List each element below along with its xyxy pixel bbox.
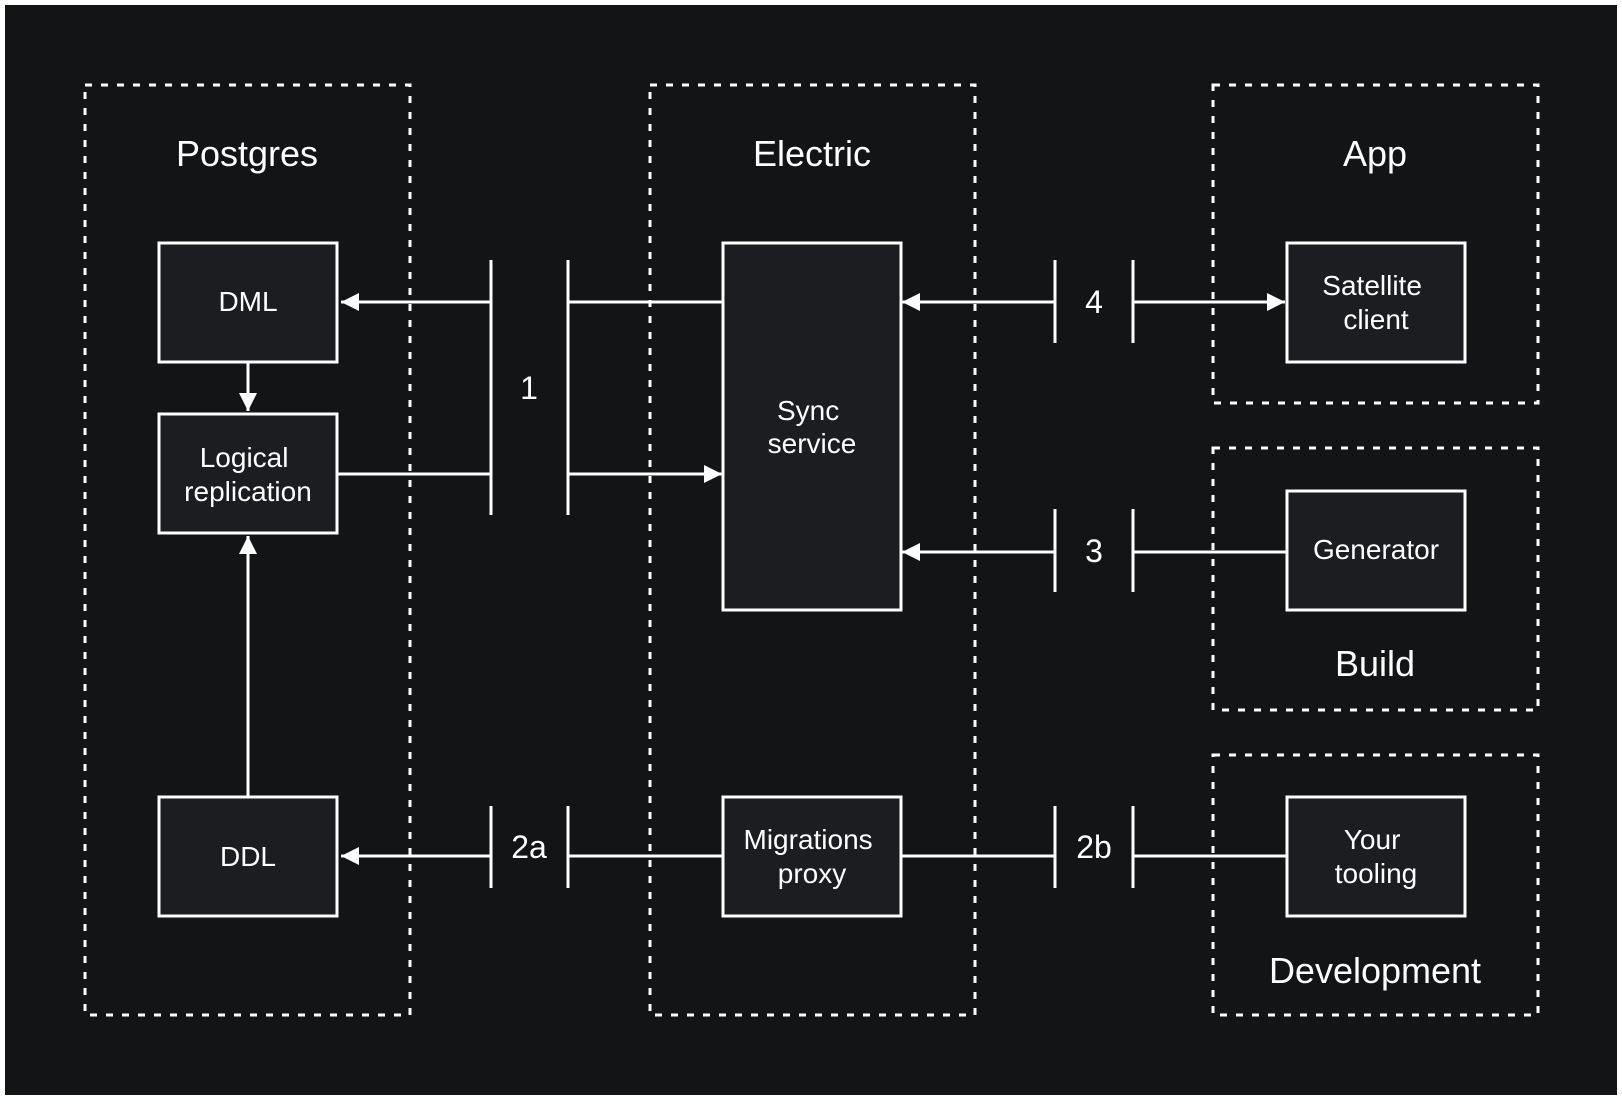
ddl-label: DDL bbox=[220, 841, 276, 872]
postgres-title: Postgres bbox=[176, 133, 318, 174]
conn2b-label: 2b bbox=[1076, 829, 1112, 865]
conn1-label: 1 bbox=[520, 370, 538, 406]
sync-service-label: Sync service bbox=[768, 395, 857, 459]
development-group bbox=[1211, 753, 1540, 1017]
satellite-client-label: Satellite client bbox=[1322, 270, 1429, 335]
conn3-label: 3 bbox=[1085, 533, 1103, 569]
sync-service-node bbox=[721, 241, 903, 612]
postgres-group bbox=[83, 83, 412, 1017]
app-title: App bbox=[1343, 133, 1407, 174]
ddl-node bbox=[157, 795, 339, 918]
electric-group bbox=[648, 83, 977, 1017]
dml-label: DML bbox=[218, 286, 277, 317]
build-group bbox=[1211, 446, 1540, 712]
your-tooling-label: Your tooling bbox=[1335, 824, 1418, 889]
electric-title: Electric bbox=[753, 133, 871, 174]
conn4-label: 4 bbox=[1085, 284, 1103, 320]
generator-label: Generator bbox=[1313, 534, 1439, 565]
migrations-proxy-label: Migrations proxy bbox=[744, 824, 881, 889]
generator-node bbox=[1285, 489, 1467, 612]
migrations-proxy-node bbox=[721, 795, 903, 918]
build-title: Build bbox=[1335, 643, 1415, 684]
dml-node bbox=[157, 241, 339, 364]
app-group bbox=[1211, 83, 1540, 405]
logical-replication-node bbox=[157, 412, 339, 535]
development-title: Development bbox=[1269, 950, 1481, 991]
logical-replication-label: Logical replication bbox=[184, 442, 312, 507]
satellite-client-node bbox=[1285, 241, 1467, 364]
your-tooling-node bbox=[1285, 795, 1467, 918]
conn2a-label: 2a bbox=[511, 829, 547, 865]
